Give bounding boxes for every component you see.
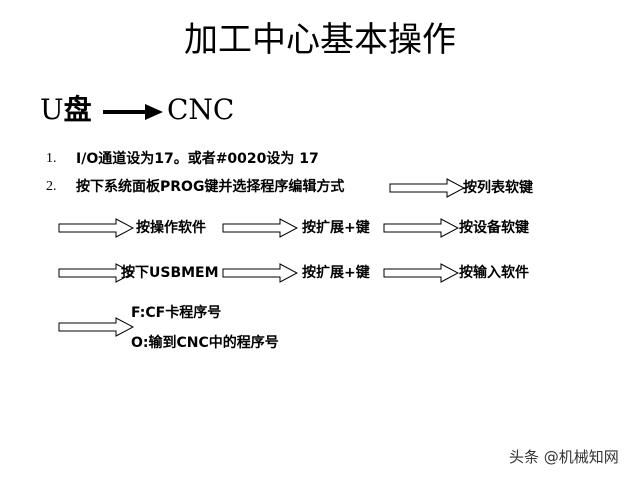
solid-arrow-icon — [103, 104, 163, 120]
step-number: 1. — [46, 151, 57, 166]
flow-step-label: 按扩展+键 — [302, 220, 370, 236]
source-letter: U — [40, 93, 64, 126]
hollow-arrow-icon — [58, 317, 134, 337]
hollow-arrow-icon — [383, 263, 459, 283]
flow-step-label: 按下USBMEM — [121, 265, 219, 281]
hollow-arrow-icon — [222, 263, 298, 283]
hollow-arrow-icon — [58, 263, 134, 283]
step-text: I/O通道设为17。或者#0020设为 17 — [76, 151, 319, 167]
hollow-arrow-icon — [58, 218, 134, 238]
option-cnc-program: O:输到CNC中的程序号 — [131, 335, 279, 351]
watermark: 头条 @机械知网 — [509, 448, 619, 466]
hollow-arrow-icon — [222, 218, 298, 238]
flow-step-label: 按输入软件 — [459, 265, 529, 281]
source-word: 盘 — [63, 93, 92, 126]
hollow-arrow-icon — [383, 218, 459, 238]
page-title: 加工中心基本操作 — [184, 20, 456, 60]
target-label: CNC — [167, 93, 235, 126]
step-text: 按下系统面板PROG键并选择程序编辑方式 — [76, 179, 345, 195]
hollow-arrow-icon — [389, 178, 465, 198]
flow-step-label: 按列表软键 — [463, 180, 533, 196]
option-cf-card: F:CF卡程序号 — [131, 305, 222, 321]
flow-step-label: 按操作软件 — [136, 220, 206, 236]
step-number: 2. — [46, 179, 57, 194]
source-label: U盘 — [40, 92, 92, 128]
flow-step-label: 按扩展+键 — [302, 265, 370, 281]
flow-step-label: 按设备软键 — [459, 220, 529, 236]
